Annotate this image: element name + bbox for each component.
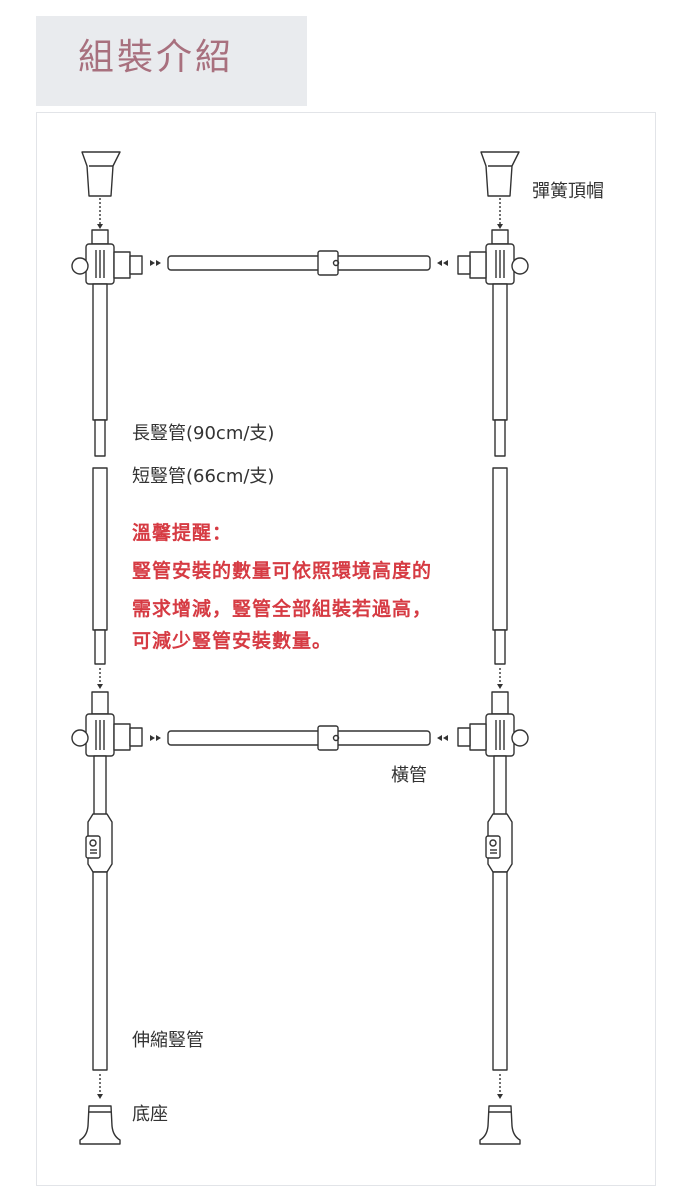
arrow-down-icon [99,198,501,224]
base-left [79,1105,121,1145]
title-banner [36,16,307,106]
tip-line: 需求增減，豎管全部組裝若過高， [132,598,433,620]
connector-lower-left [71,691,143,757]
short-pole-left [92,467,108,665]
top-cap-right [480,151,520,197]
tip-heading: 溫馨提醒： [132,522,233,544]
connector-upper-right [457,229,529,285]
tip-line: 可減少豎管安裝數量。 [132,630,333,652]
short-pole-right [492,467,508,665]
arrow-down-icon [99,1074,501,1094]
label-long-pole: 長豎管(90cm/支) [132,423,275,444]
cross-bar-lower [167,725,431,751]
page-title: 組裝介紹 [78,37,235,78]
telescopic-pole-right [485,755,513,1071]
assembly-diagram-panel [36,112,656,1186]
arrow-right-icon [150,735,161,741]
arrow-head-icon [97,1094,503,1099]
connector-upper-left [71,229,143,285]
label-telescopic-pole: 伸縮豎管 [132,1030,204,1051]
base-right [479,1105,521,1145]
telescopic-pole-left [85,755,113,1071]
tip-line: 豎管安裝的數量可依照環境高度的 [132,560,433,582]
label-cross-bar: 橫管 [391,765,427,786]
arrow-head-icon [97,684,503,689]
long-pole-left [92,283,108,457]
arrow-right-icon [150,260,161,266]
label-short-pole: 短豎管(66cm/支) [132,466,275,487]
label-base: 底座 [132,1104,168,1125]
arrow-left-icon [437,260,448,266]
cross-bar-upper [167,250,431,276]
label-top-cap: 彈簧頂帽 [532,181,604,202]
long-pole-right [492,283,508,457]
arrow-down-icon [99,668,501,684]
arrow-left-icon [437,735,448,741]
top-cap-left [81,151,121,197]
connector-lower-right [457,691,529,757]
arrow-head-icon [97,224,503,229]
